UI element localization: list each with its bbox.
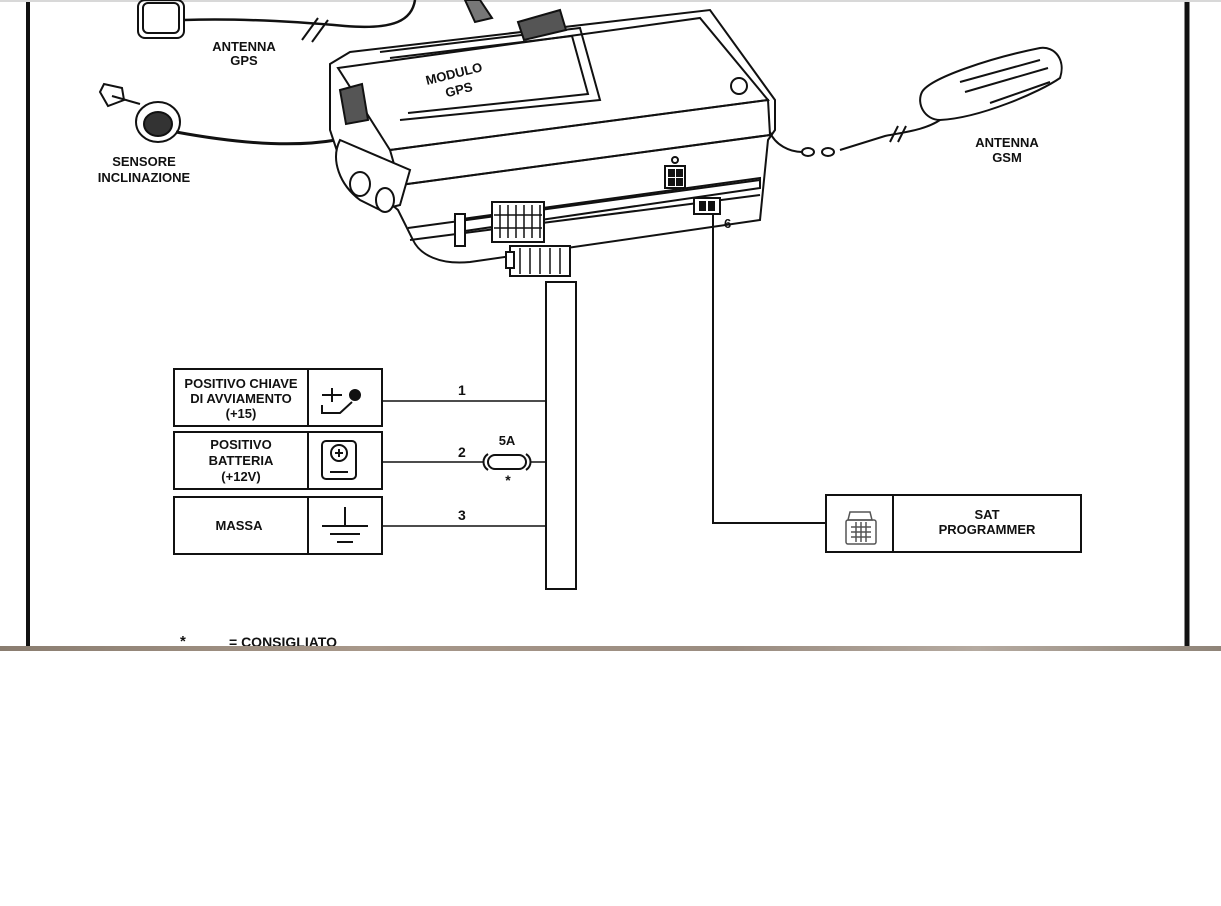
wire-2-label-line1: POSITIVO [210, 437, 271, 452]
battery-icon [321, 440, 357, 480]
wire-3-number: 3 [458, 507, 466, 523]
gps-antenna [137, 0, 417, 43]
tilt-sensor-label-line1: SENSORE [112, 154, 176, 169]
wire-1-number: 1 [458, 382, 466, 398]
gsm-antenna-label-line1: ANTENNA [975, 135, 1039, 150]
sat-programmer-label-line1: SAT [974, 507, 999, 522]
connector-6-label: 6 [724, 216, 731, 231]
fuse-symbol [482, 453, 532, 471]
main-harness-plug [505, 245, 571, 277]
wire-harness [545, 281, 577, 590]
sat-programmer-label-line2: PROGRAMMER [939, 522, 1036, 537]
wire-1-label-line3: (+15) [226, 406, 257, 421]
wire-2-number: 2 [458, 444, 466, 460]
fuse-rating: 5A [499, 433, 516, 448]
empty-page-area [0, 651, 1221, 906]
wire-2-label-line3: (+12V) [221, 469, 260, 484]
wiring-diagram: ANTENNA GPS SENSORE INCLINAZIONE [0, 0, 1221, 650]
wire-2-label-line2: BATTERIA [209, 453, 274, 468]
wire-1-label-line1: POSITIVO CHIAVE [184, 376, 297, 391]
wire-row-2 [173, 431, 546, 490]
handheld-programmer-icon [845, 511, 877, 545]
gps-module-label-line2: GPS [444, 79, 475, 100]
sat-programmer-wire [712, 214, 826, 524]
wire-row-1 [173, 368, 546, 427]
ignition-key-icon [321, 388, 361, 414]
gsm-antenna [769, 46, 1063, 157]
gps-antenna-label-line1: ANTENNA [212, 39, 276, 54]
tilt-sensor-label-line2: INCLINAZIONE [98, 170, 191, 185]
diagram-viewer: ANTENNA GPS SENSORE INCLINAZIONE [0, 0, 1221, 650]
legend-symbol: * [180, 633, 186, 650]
gsm-antenna-label-line2: GSM [992, 150, 1022, 165]
fuse-recommended-marker: * [505, 472, 511, 488]
wire-1-label-line2: DI AVVIAMENTO [190, 391, 292, 406]
image-bottom-edge [0, 646, 1221, 651]
gps-module [329, 0, 776, 264]
sat-programmer-box [825, 494, 1082, 553]
wire-row-3 [173, 496, 546, 555]
connector-6 [693, 197, 721, 215]
ground-icon [322, 507, 368, 543]
gps-antenna-label-line2: GPS [230, 53, 258, 68]
wire-3-label: MASSA [216, 518, 264, 533]
tilt-sensor [98, 82, 337, 146]
